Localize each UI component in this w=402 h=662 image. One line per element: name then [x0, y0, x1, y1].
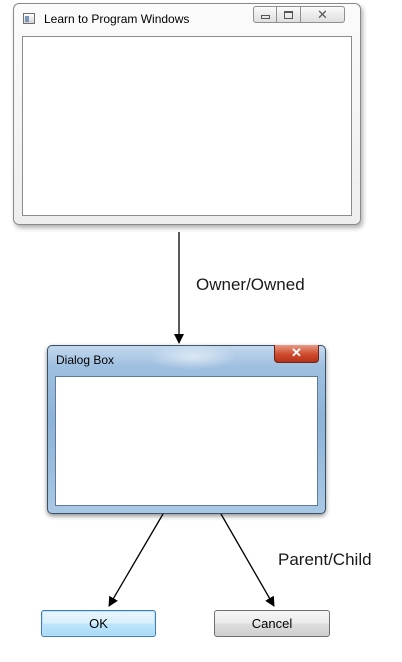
owner-owned-label: Owner/Owned: [196, 275, 305, 294]
ok-button[interactable]: OK: [41, 610, 156, 637]
title-bar-highlight: [148, 344, 238, 370]
dialog-close-button[interactable]: ✕: [274, 345, 319, 363]
close-icon: ✕: [317, 7, 328, 22]
application-window-icon: [23, 13, 35, 24]
maximize-icon: [284, 11, 293, 19]
main-window-title: Learn to Program Windows: [44, 12, 190, 26]
minimize-button[interactable]: [253, 6, 277, 23]
main-window: Learn to Program Windows ✕: [13, 3, 361, 225]
close-button[interactable]: ✕: [301, 6, 345, 23]
parent-child-arrow-ok: [108, 513, 164, 607]
parent-child-label: Parent/Child: [278, 550, 372, 569]
dialog-box-window: Dialog Box ✕: [47, 344, 326, 514]
maximize-button[interactable]: [277, 6, 301, 23]
minimize-icon: [261, 15, 270, 19]
cancel-button[interactable]: Cancel: [214, 610, 330, 637]
caption-buttons: ✕: [253, 6, 345, 25]
parent-child-arrow-cancel: [220, 513, 275, 607]
main-window-client-area: [22, 36, 352, 216]
close-icon: ✕: [291, 345, 302, 360]
dialog-client-area: [55, 376, 318, 506]
dialog-title: Dialog Box: [56, 353, 115, 367]
